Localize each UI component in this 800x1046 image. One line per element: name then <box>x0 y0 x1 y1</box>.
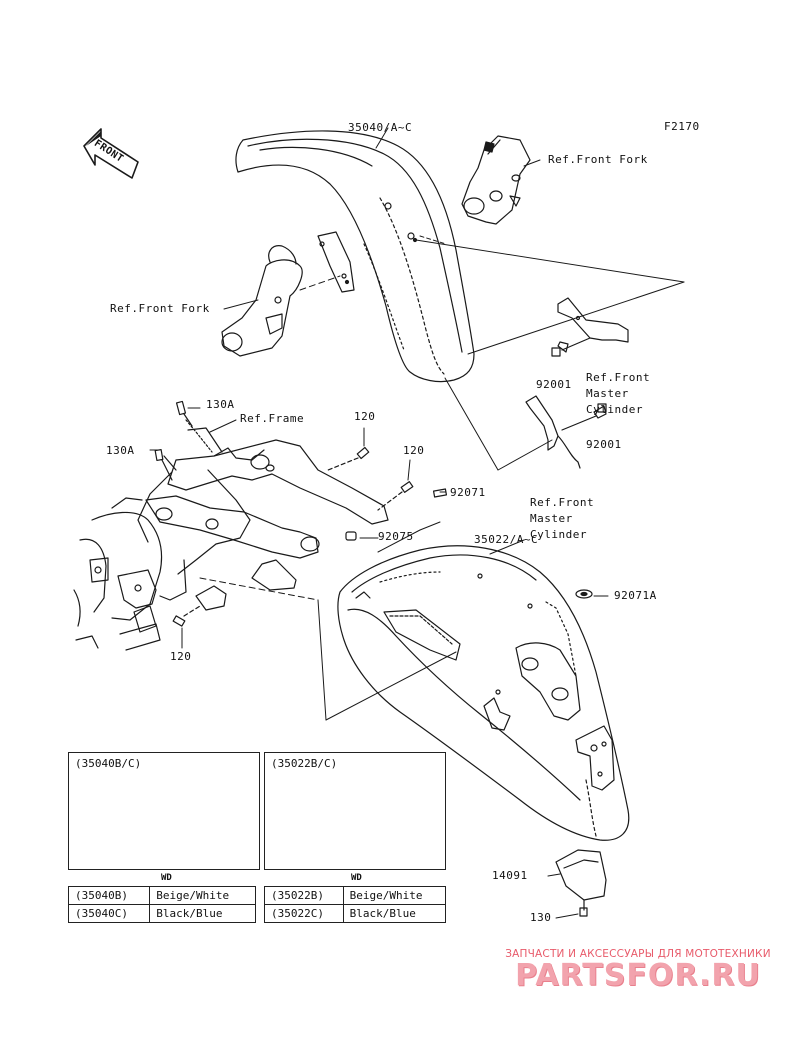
ref-master-cylinder-a-label[interactable]: Ref.Front Master Cylinder <box>586 371 651 416</box>
part-label-120-c[interactable]: 120 <box>170 650 192 663</box>
master-cylinder-bracket-a <box>557 297 629 353</box>
rear-fender-35022 <box>337 545 630 841</box>
part-label-92071a[interactable]: 92071A <box>614 589 657 602</box>
part-label-120-a[interactable]: 120 <box>354 410 376 423</box>
watermark-tagline: ЗАПЧАСТИ И АКСЕССУАРЫ ДЛЯ МОТОТЕХНИКИ <box>505 948 771 960</box>
color-code-cell: (35040C) <box>67 904 151 923</box>
part-label-35022[interactable]: 35022/A~C <box>474 533 539 546</box>
color-name-cell: Black/Blue <box>149 904 256 923</box>
nut-92071-icon <box>432 488 448 498</box>
bolt-92001-b-icon <box>597 403 607 413</box>
color-table-35022: (35022B) Beige/White (35022C) Black/Blue <box>264 886 447 923</box>
color-table-35040: (35040B) Beige/White (35040C) Black/Blue <box>67 886 256 923</box>
nut-92075-icon <box>345 531 357 541</box>
bolt-120-c-icon <box>172 605 201 627</box>
part-label-120-b[interactable]: 120 <box>403 444 425 457</box>
grommet-92071a-icon <box>575 589 593 599</box>
part-label-35040[interactable]: 35040/A~C <box>348 121 413 134</box>
wd-label: WD <box>351 873 362 883</box>
bracket-14091 <box>555 849 607 911</box>
bolt-icons <box>154 347 607 917</box>
front-fork-right <box>461 135 531 225</box>
leader-lines-top <box>223 127 685 471</box>
bolt-130a-left-icon <box>154 448 173 481</box>
ref-front-fork-left-label[interactable]: Ref.Front Fork <box>110 302 210 315</box>
ref-master-cylinder-b-label[interactable]: Ref.Front Master Cylinder <box>530 496 595 541</box>
table-row: (35022C) Black/Blue <box>264 904 447 923</box>
bolt-120-a-icon <box>327 446 370 471</box>
front-direction-arrow-icon <box>83 128 139 179</box>
part-label-130a-left[interactable]: 130A <box>106 444 135 457</box>
variant-box-35040bc: (35040B/C) WD <box>68 752 260 883</box>
color-name-cell: Beige/White <box>149 886 256 905</box>
part-label-130[interactable]: 130 <box>530 911 552 924</box>
table-row: (35022B) Beige/White <box>264 886 447 905</box>
site-watermark: ЗАПЧАСТИ И АКСЕССУАРЫ ДЛЯ МОТОТЕХНИКИ PA… <box>488 948 788 993</box>
bolt-130a-top-icon <box>175 400 193 427</box>
part-label-92001-b[interactable]: 92001 <box>586 438 622 451</box>
master-cylinder-bracket-b <box>525 395 607 469</box>
variant-box-35022bc: (35022B/C) WD <box>264 752 446 883</box>
table-row: (35040C) Black/Blue <box>67 904 256 923</box>
wd-label: WD <box>161 873 172 883</box>
ref-front-fork-right-label[interactable]: Ref.Front Fork <box>548 153 648 166</box>
watermark-logo: PARTSFOR.RU <box>515 958 761 993</box>
color-name-cell: Black/Blue <box>342 904 447 923</box>
part-label-92075[interactable]: 92075 <box>378 530 414 543</box>
front-fork-left <box>221 245 303 357</box>
color-code-cell: (35040B) <box>67 886 151 905</box>
color-code-cell: (35022B) <box>264 886 344 905</box>
leader-lines-rear <box>149 407 609 919</box>
part-label-130a-top[interactable]: 130A <box>206 398 235 411</box>
table-row: (35040B) Beige/White <box>67 886 256 905</box>
color-code-cell: (35022C) <box>264 904 344 923</box>
variant-box-title: (35040B/C) <box>75 757 142 770</box>
rear-frame <box>73 419 389 651</box>
bolt-92001-a-icon <box>551 347 561 357</box>
variant-box-title: (35022B/C) <box>271 757 338 770</box>
part-label-92001-a[interactable]: 92001 <box>536 378 572 391</box>
part-label-14091[interactable]: 14091 <box>492 869 528 882</box>
diagram-code: F2170 <box>664 120 700 133</box>
color-name-cell: Beige/White <box>342 886 447 905</box>
part-label-92071[interactable]: 92071 <box>450 486 486 499</box>
bolt-120-b-icon <box>377 481 414 511</box>
ref-frame-label[interactable]: Ref.Frame <box>240 412 305 425</box>
front-fender-35040 <box>235 130 475 383</box>
